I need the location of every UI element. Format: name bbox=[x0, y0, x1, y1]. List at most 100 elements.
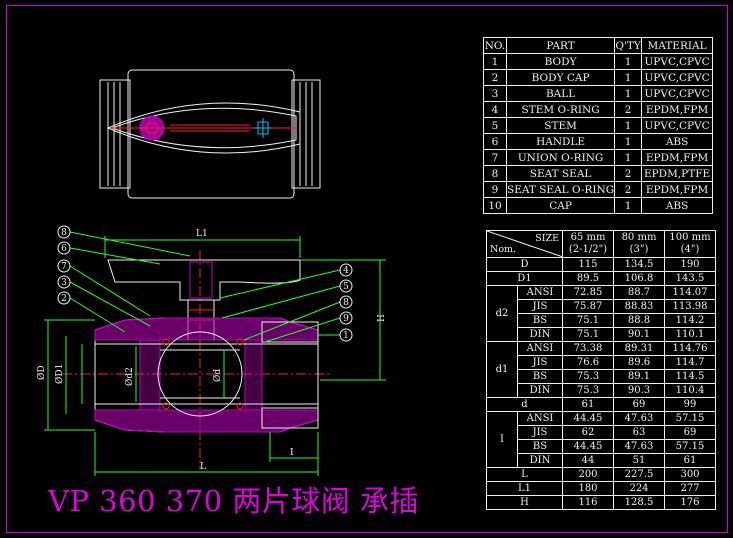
dim-standard: JIS bbox=[517, 299, 563, 314]
dim-value: 88.8 bbox=[613, 313, 665, 328]
size-65: 65 mm(2-1/2") bbox=[562, 230, 614, 258]
part-no: 3 bbox=[483, 85, 507, 102]
dim-value: 114.7 bbox=[664, 355, 716, 370]
part-no: 7 bbox=[483, 149, 507, 166]
corner-nom-label: Nom. bbox=[490, 244, 517, 255]
dim-symbol: D bbox=[486, 257, 563, 272]
dim-value: 47.63 bbox=[613, 439, 665, 454]
dim-value: 134.5 bbox=[613, 257, 665, 272]
dim-symbol: L bbox=[486, 467, 563, 482]
dim-value: 277 bbox=[664, 481, 716, 496]
size-100: 100 mm(4") bbox=[664, 230, 716, 258]
part-no: 10 bbox=[483, 197, 507, 214]
header-qty: Q'TY bbox=[614, 37, 643, 54]
part-material: EPDM,FPM bbox=[641, 101, 713, 118]
dim-value: 75.1 bbox=[562, 313, 614, 328]
dim-value: 72.85 bbox=[562, 285, 614, 300]
dim-value: 128.5 bbox=[613, 495, 665, 510]
part-material: UPVC,CPVC bbox=[641, 69, 713, 86]
dimension-labels: L1 L I H ØD ØD1 Ød2 Ød bbox=[36, 229, 387, 472]
part-name: STEM bbox=[505, 117, 616, 134]
part-name: BODY CAP bbox=[505, 69, 616, 86]
dim-value: 88.83 bbox=[613, 299, 665, 314]
top-view bbox=[99, 69, 321, 199]
dim-standard: DIN bbox=[517, 453, 563, 468]
part-qty: 1 bbox=[614, 149, 643, 166]
dim-H-label: H bbox=[377, 314, 387, 322]
dim-group: d1 bbox=[486, 341, 518, 398]
part-material: ABS bbox=[641, 133, 713, 150]
dim-value: 44 bbox=[562, 453, 614, 468]
part-qty: 1 bbox=[614, 85, 643, 102]
part-qty: 1 bbox=[614, 197, 643, 214]
part-no: 1 bbox=[483, 53, 507, 70]
dim-value: 227.5 bbox=[613, 467, 665, 482]
dim-L-label: L bbox=[200, 462, 206, 472]
header-no: NO. bbox=[483, 37, 507, 54]
dim-standard: ANSI bbox=[517, 411, 563, 426]
part-qty: 1 bbox=[614, 69, 643, 86]
balloon-right-1: 4 bbox=[343, 266, 349, 276]
part-name: UNION O-RING bbox=[505, 149, 616, 166]
part-material: UPVC,CPVC bbox=[641, 85, 713, 102]
dim-L1-label: L1 bbox=[196, 229, 208, 239]
dim-value: 90.3 bbox=[613, 383, 665, 398]
dimension-table-header: SIZE Nom. 65 mm(2-1/2") 80 mm(3") 100 mm… bbox=[486, 230, 716, 258]
dim-value: 90.1 bbox=[613, 327, 665, 342]
part-material: ABS bbox=[641, 197, 713, 214]
dim-value: 75.1 bbox=[562, 327, 614, 342]
part-no: 2 bbox=[483, 69, 507, 86]
dim-standard: ANSI bbox=[517, 285, 563, 300]
balloon-left-5: 2 bbox=[61, 294, 67, 304]
dim-value: 106.8 bbox=[613, 271, 665, 286]
part-material: EPDM,PTFE bbox=[641, 165, 713, 182]
dim-symbol: L1 bbox=[486, 481, 563, 496]
dim-value: 75.3 bbox=[562, 369, 614, 384]
balloon-left-3: 7 bbox=[61, 262, 67, 272]
dim-standard: DIN bbox=[517, 383, 563, 398]
dim-symbol: D1 bbox=[486, 271, 563, 286]
dim-value: 114.5 bbox=[664, 369, 716, 384]
drawing-frame bbox=[6, 5, 728, 533]
size-80: 80 mm(3") bbox=[613, 230, 665, 258]
balloon-left-1: 8 bbox=[61, 228, 67, 238]
dim-value: 47.63 bbox=[613, 411, 665, 426]
part-name: HANDLE bbox=[505, 133, 616, 150]
part-qty: 2 bbox=[614, 101, 643, 118]
dim-value: 69 bbox=[664, 425, 716, 440]
dim-standard: BS bbox=[517, 439, 563, 454]
section-view bbox=[62, 250, 330, 470]
dim-standard: DIN bbox=[517, 327, 563, 342]
dim-value: 114.76 bbox=[664, 341, 716, 356]
dim-value: 57.15 bbox=[664, 439, 716, 454]
part-qty: 1 bbox=[614, 117, 643, 134]
dim-value: 69 bbox=[613, 397, 665, 412]
dim-value: 113.98 bbox=[664, 299, 716, 314]
dim-D1-label: ØD1 bbox=[54, 364, 65, 384]
dim-value: 89.5 bbox=[562, 271, 614, 286]
dim-value: 89.1 bbox=[613, 369, 665, 384]
balloon-right-4: 9 bbox=[343, 314, 349, 324]
dim-value: 51 bbox=[613, 453, 665, 468]
